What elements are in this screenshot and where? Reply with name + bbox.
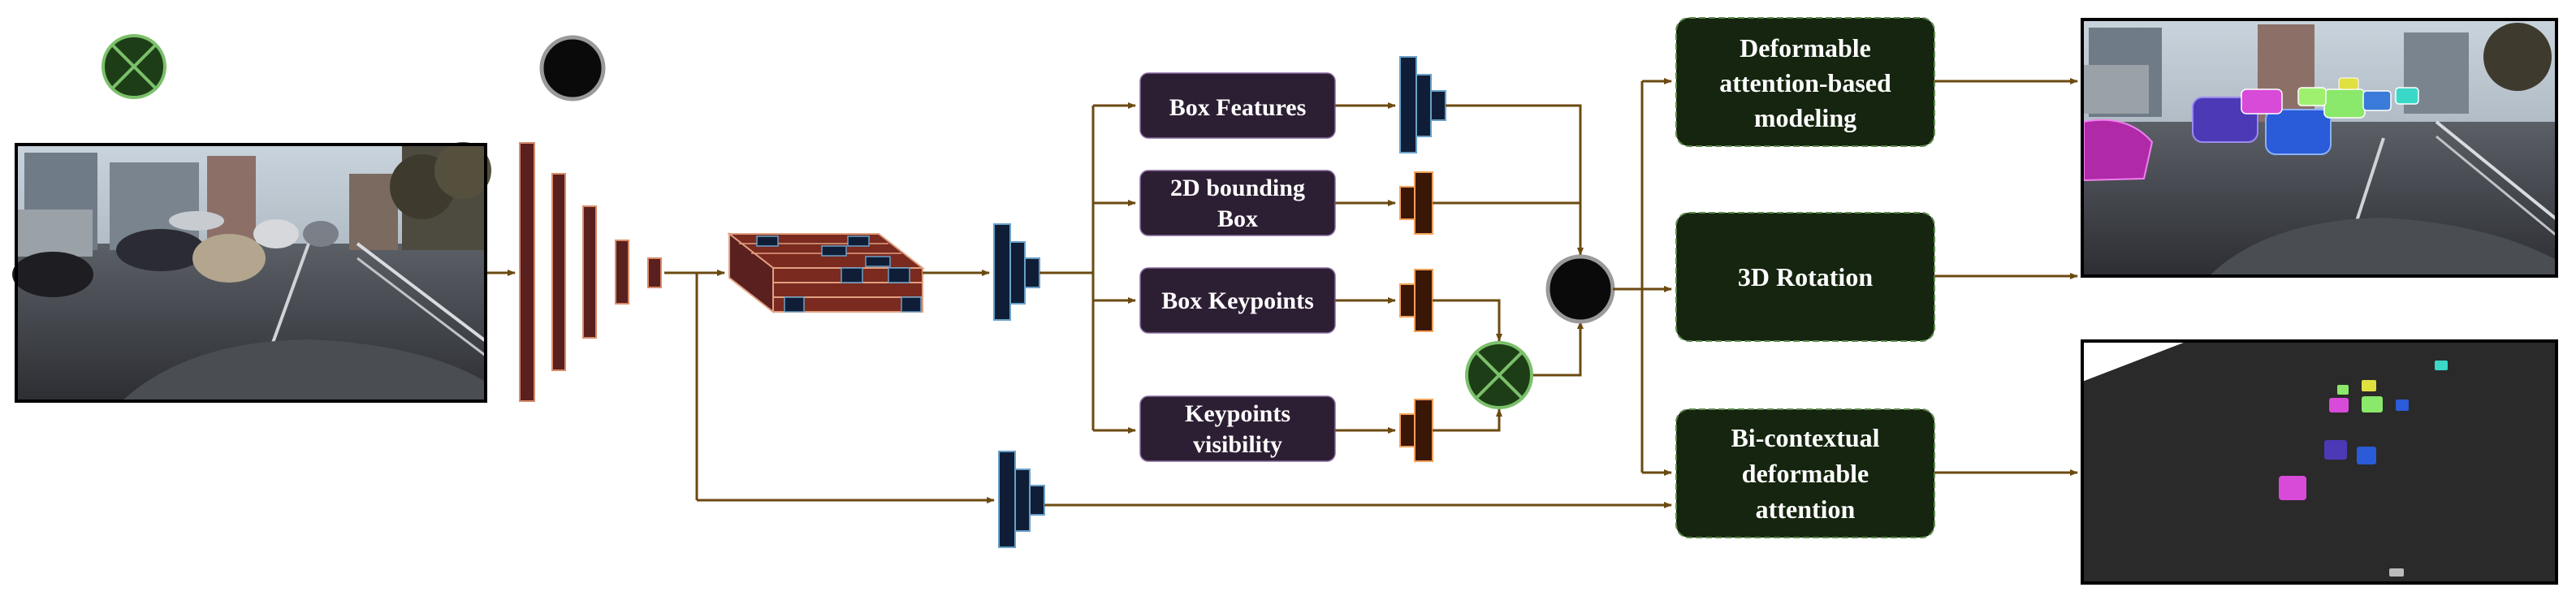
3d-rotation-label: 3D Rotation xyxy=(1738,262,1873,292)
deformable-attention-node: Deformable attention-based modeling xyxy=(1675,17,1935,147)
bbox-small-head xyxy=(1399,171,1433,235)
fusion-black-circle-icon xyxy=(1545,254,1615,324)
box-keypoints-label: Box Keypoints xyxy=(1161,287,1314,314)
bi-contextual-attention-node: Bi-contextual deformable attention xyxy=(1675,408,1935,538)
input-street-image xyxy=(12,142,491,403)
encoder-backbone xyxy=(519,142,662,402)
bi-contextual-label-line3: attention xyxy=(1756,495,1856,524)
bi-contextual-label-line2: deformable xyxy=(1742,459,1869,488)
legend-black-circle-icon xyxy=(539,35,606,102)
2d-bounding-box-node: 2D bounding Box xyxy=(1139,170,1336,236)
arrow-keypoints-to-combine xyxy=(1433,299,1502,342)
keypoints-visibility-node: Keypoints visibility xyxy=(1139,395,1336,462)
box-features-node: Box Features xyxy=(1139,72,1336,139)
box-keypoints-node: Box Keypoints xyxy=(1139,267,1336,334)
result-birds-eye-view xyxy=(2081,339,2558,585)
deformable-label-line2: attention-based xyxy=(1719,68,1891,97)
context-head xyxy=(998,451,1045,548)
arrow-box-features-to-fusion xyxy=(1446,104,1584,256)
kp-visibility-label-line2: visibility xyxy=(1193,431,1282,458)
2d-bbox-label-line1: 2D bounding xyxy=(1170,175,1305,201)
kp-visibility-label-line1: Keypoints xyxy=(1185,400,1290,427)
deformable-label-line3: modeling xyxy=(1754,103,1856,132)
arrow-combine-to-fusion xyxy=(1532,321,1584,377)
arrow-visibility-to-combine xyxy=(1433,408,1502,432)
box-features-head xyxy=(1399,56,1446,153)
result-3d-detection-image xyxy=(2081,18,2558,278)
3d-rotation-node: 3D Rotation xyxy=(1675,212,1935,342)
keypoints-small-head xyxy=(1399,269,1433,332)
deformable-label-line1: Deformable xyxy=(1740,33,1871,63)
main-decoder-head xyxy=(993,223,1040,321)
legend-circled-x-icon xyxy=(102,34,166,99)
bi-contextual-label-line1: Bi-contextual xyxy=(1731,423,1879,452)
feature-map-block xyxy=(727,231,925,314)
visibility-small-head xyxy=(1399,399,1433,462)
combine-circled-x-icon xyxy=(1465,341,1533,409)
2d-bbox-label-line2: Box xyxy=(1217,205,1258,232)
box-features-label: Box Features xyxy=(1169,94,1307,121)
